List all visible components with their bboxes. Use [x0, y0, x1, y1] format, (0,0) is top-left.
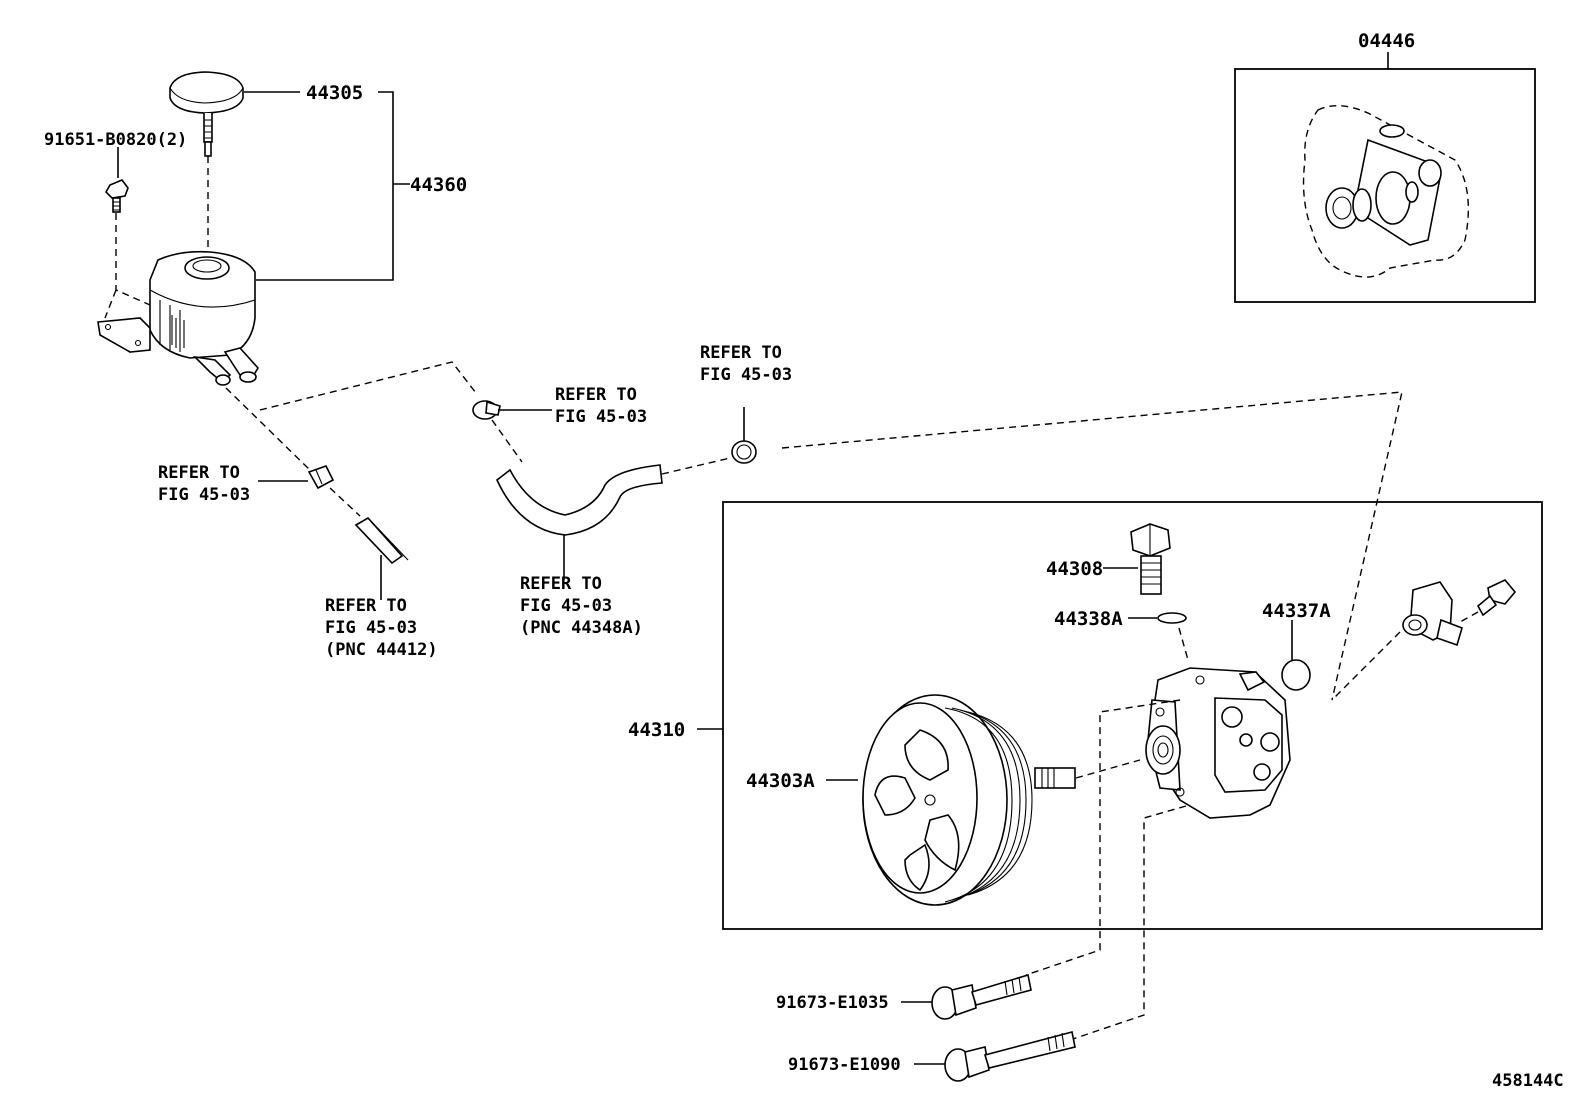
plug-44308 [1130, 523, 1171, 595]
hose-clip-left [307, 465, 335, 490]
label-44310: 44310 [628, 719, 685, 741]
ref-hose-left-line2: FIG 45-03 [325, 618, 417, 638]
ref-hose-left-line1: REFER TO [325, 596, 407, 616]
kit-04446-frame [1234, 68, 1536, 303]
label-44303A: 44303A [746, 770, 815, 792]
o-ring-44338A [1157, 612, 1187, 624]
ref-clamp-top-line1: REFER TO [700, 343, 782, 363]
pump-body [1145, 667, 1291, 819]
gasket-kit-04446 [1302, 105, 1469, 278]
ref-left-line1: REFER TO [158, 463, 240, 483]
hose-clamp-mid [472, 400, 501, 420]
pulley-44303A [862, 694, 1076, 906]
hose-clamp-top [731, 440, 757, 464]
bolt-91673-E1035 [931, 973, 1032, 1020]
label-44337A: 44337A [1262, 600, 1331, 622]
bolt-91673-E1090 [944, 1031, 1076, 1082]
ref-clamp-mid-line1: REFER TO [555, 385, 637, 405]
pump-assembly-frame [722, 501, 1543, 930]
label-44338A: 44338A [1054, 608, 1123, 630]
bolt-91651 [105, 179, 129, 213]
label-44305: 44305 [306, 82, 363, 104]
reservoir-cap-44305 [169, 71, 244, 157]
label-91673-E1090: 91673-E1090 [788, 1055, 901, 1075]
ref-clamp-mid-line2: FIG 45-03 [555, 407, 647, 427]
return-hose [496, 464, 663, 536]
ref-hose-left-line3: (PNC 44412) [325, 640, 438, 660]
pressure-hose-left [354, 516, 409, 565]
ref-hose-mid-line1: REFER TO [520, 574, 602, 594]
label-44360: 44360 [410, 174, 467, 196]
label-91651-B0820: 91651-B0820(2) [44, 130, 187, 150]
label-91673-E1035: 91673-E1035 [776, 993, 889, 1013]
union-fitting [1402, 581, 1463, 647]
ref-clamp-top-line2: FIG 45-03 [700, 365, 792, 385]
label-44308: 44308 [1046, 558, 1103, 580]
reservoir-44360 [149, 250, 259, 386]
union-bolt [1476, 579, 1517, 617]
o-ring-44337A [1281, 659, 1311, 691]
reservoir-bracket [97, 317, 151, 353]
ref-hose-mid-line2: FIG 45-03 [520, 596, 612, 616]
diagram-id: 458144C [1492, 1071, 1564, 1091]
ref-left-line2: FIG 45-03 [158, 485, 250, 505]
ref-hose-mid-line3: (PNC 44348A) [520, 618, 643, 638]
label-04446: 04446 [1358, 30, 1415, 52]
